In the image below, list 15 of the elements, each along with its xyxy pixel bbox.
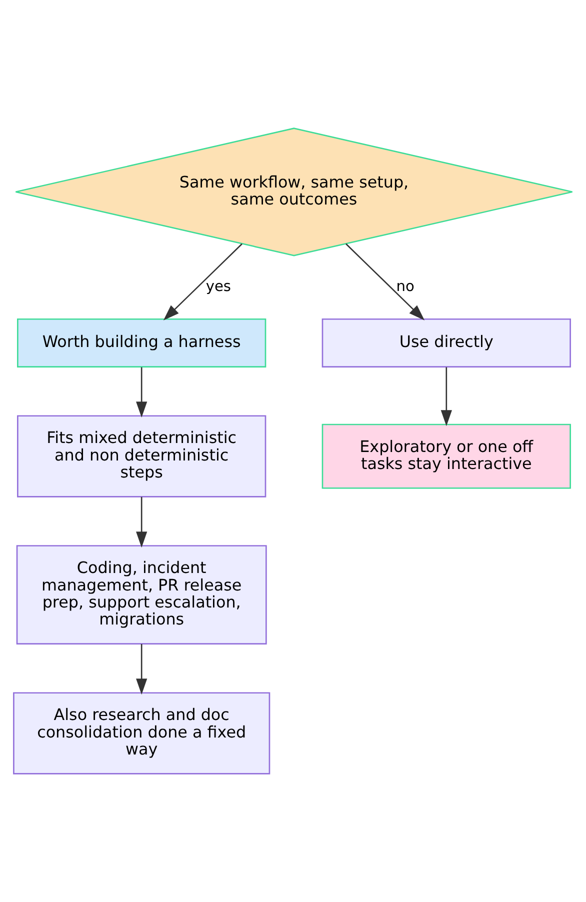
arrow <box>136 644 148 695</box>
arrow <box>163 243 242 320</box>
arrow <box>136 367 148 418</box>
arrow <box>440 367 452 426</box>
edge-label: no <box>396 278 414 296</box>
node-box: Coding, incident management, PR release prep, support escalation, migrations <box>16 545 267 644</box>
node-box: Exploratory or one off tasks stay interactive <box>322 424 571 489</box>
node-box: Also research and doc consolidation done a fixed way <box>13 692 270 774</box>
arrow <box>136 496 148 548</box>
node-box: Use directly <box>322 318 571 368</box>
edge-label: yes <box>206 278 232 296</box>
node-diamond: Same workflow, same setup, same outcomes <box>15 128 573 256</box>
node-box: Worth building a harness <box>17 318 266 368</box>
arrow <box>346 243 425 320</box>
node-box: Fits mixed deterministic and non deterministic steps <box>17 415 266 498</box>
